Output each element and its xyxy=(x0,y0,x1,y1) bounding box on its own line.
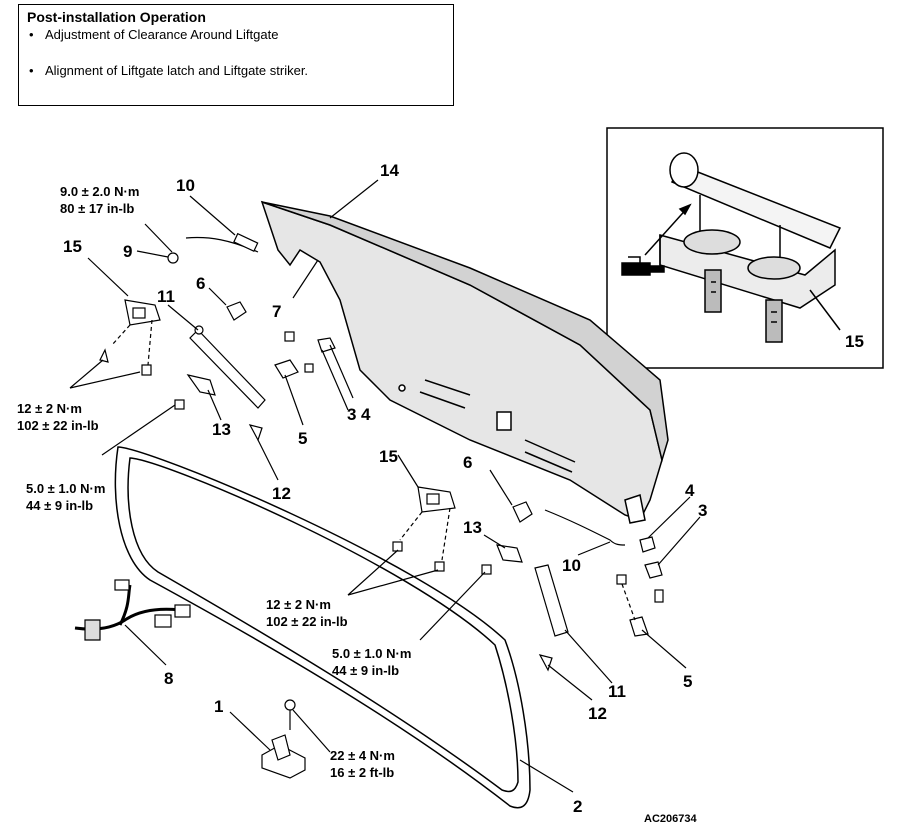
callout-13-lower: 13 xyxy=(463,518,482,537)
latch-4-upper xyxy=(317,337,336,353)
callout-6-upper: 6 xyxy=(196,274,205,293)
bolt-9 xyxy=(167,252,179,264)
liftgate-outer-edge xyxy=(261,201,669,463)
stud-12-lower xyxy=(538,654,553,672)
callout-5-lower: 5 xyxy=(683,672,692,691)
inset-frame xyxy=(606,127,884,369)
torque-9-in: 80 ± 17 in-lb xyxy=(60,201,134,216)
torque-13a-in: 44 ± 9 in-lb xyxy=(26,498,93,513)
callout-4-lower: 4 xyxy=(685,481,695,500)
callout-12-lower: 12 xyxy=(588,704,607,723)
bumper-6-upper xyxy=(226,301,247,321)
grease-icon xyxy=(621,262,651,276)
torque-13b-nm: 5.0 ± 1.0 N·m xyxy=(332,646,411,661)
gas-spring-upper xyxy=(189,329,266,409)
hinge-bolt xyxy=(99,348,109,363)
callout-3-lower: 3 xyxy=(698,501,707,520)
callout-7: 7 xyxy=(272,302,281,321)
hinge-inset xyxy=(606,127,884,369)
callout-2: 2 xyxy=(573,797,582,816)
gas-spring-lower xyxy=(534,564,569,637)
callout-1: 1 xyxy=(214,697,223,716)
note-title: Post-installation Operation xyxy=(27,9,206,25)
callout-11-upper: 11 xyxy=(157,287,175,306)
callout-3-upper: 3 xyxy=(347,405,356,424)
callout-13-upper: 13 xyxy=(212,420,231,439)
torque-1-ft: 16 ± 2 ft-lb xyxy=(330,765,394,780)
torque-15a-nm: 12 ± 2 N·m xyxy=(17,401,82,416)
callout-12-upper: 12 xyxy=(272,484,291,503)
callout-11-lower: 11 xyxy=(608,682,626,701)
callout-14: 14 xyxy=(380,161,399,180)
callout-4-upper: 4 xyxy=(361,405,371,424)
torque-1-nm: 22 ± 4 N·m xyxy=(330,748,395,763)
liftgate-cable-lower xyxy=(544,509,626,546)
torque-13b-in: 44 ± 9 in-lb xyxy=(332,663,399,678)
torque-15b-in: 102 ± 22 in-lb xyxy=(266,614,348,629)
striker-5-upper xyxy=(274,359,299,379)
bolt-3-lower xyxy=(644,561,663,579)
callout-15-upper: 15 xyxy=(63,237,82,256)
torque-15a-in: 102 ± 22 in-lb xyxy=(17,418,99,433)
callout-10-upper: 10 xyxy=(176,176,195,195)
callout-8: 8 xyxy=(164,669,173,688)
liftgate-panel xyxy=(260,200,669,524)
latch-4-lower xyxy=(639,536,656,553)
weatherstrip xyxy=(114,446,531,809)
callout-10-lower: 10 xyxy=(562,556,581,575)
callout-15-lower: 15 xyxy=(379,447,398,466)
bumper-6-lower xyxy=(512,501,533,523)
callout-9: 9 xyxy=(123,242,132,261)
post-installation-note: Post-installation Operation Adjustment o… xyxy=(18,4,454,106)
stud-12-upper xyxy=(248,424,263,442)
torque-15b-nm: 12 ± 2 N·m xyxy=(266,597,331,612)
callout-5-upper: 5 xyxy=(298,429,307,448)
note-item-clearance: Adjustment of Clearance Around Liftgate xyxy=(27,26,445,43)
torque-9-nm: 9.0 ± 2.0 N·m xyxy=(60,184,139,199)
figure-code: AC206734 xyxy=(644,813,697,825)
latch-bolt xyxy=(284,699,296,711)
callout-15-inset: 15 xyxy=(845,332,864,351)
torque-13a-nm: 5.0 ± 1.0 N·m xyxy=(26,481,105,496)
callout-6-lower: 6 xyxy=(463,453,472,472)
bracket-13-lower xyxy=(496,544,523,563)
leader-lines xyxy=(69,179,701,793)
note-item-alignment: Alignment of Liftgate latch and Liftgate… xyxy=(27,62,445,79)
bracket-13-upper xyxy=(186,374,216,396)
